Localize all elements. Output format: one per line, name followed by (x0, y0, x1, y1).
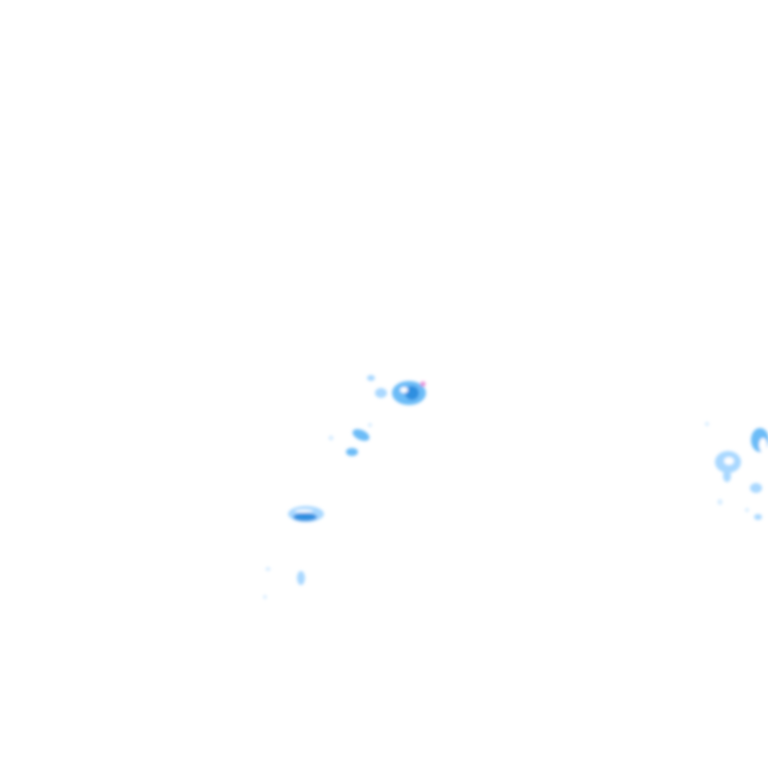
echo-blob (750, 483, 762, 493)
echo-cell-f (705, 422, 762, 520)
echo-cell-a (367, 375, 426, 405)
echo-blob (705, 422, 709, 426)
echo-gap (724, 457, 734, 465)
echo-blob (420, 381, 426, 387)
echo-blob (754, 514, 762, 520)
echo-blob (375, 388, 387, 398)
echo-blob (265, 567, 271, 571)
echo-blob (297, 571, 305, 585)
echo-cell-c (288, 506, 324, 522)
echo-blob (368, 423, 372, 427)
echo-blob (745, 508, 749, 512)
echo-cell-d (263, 567, 305, 599)
echo-blob (293, 513, 317, 521)
echo-blob (723, 470, 731, 482)
echo-blob (405, 386, 419, 400)
echo-blob (367, 375, 375, 381)
echo-cell-b (328, 423, 372, 456)
echo-blob (352, 429, 370, 441)
echo-blob (717, 499, 723, 505)
echo-blob (328, 435, 334, 441)
echo-blob (263, 595, 267, 599)
echo-gap (295, 509, 313, 513)
echo-gap (400, 387, 408, 393)
echo-blob (346, 448, 358, 456)
echo-gap (759, 438, 767, 452)
echo-cell-e (715, 428, 768, 493)
